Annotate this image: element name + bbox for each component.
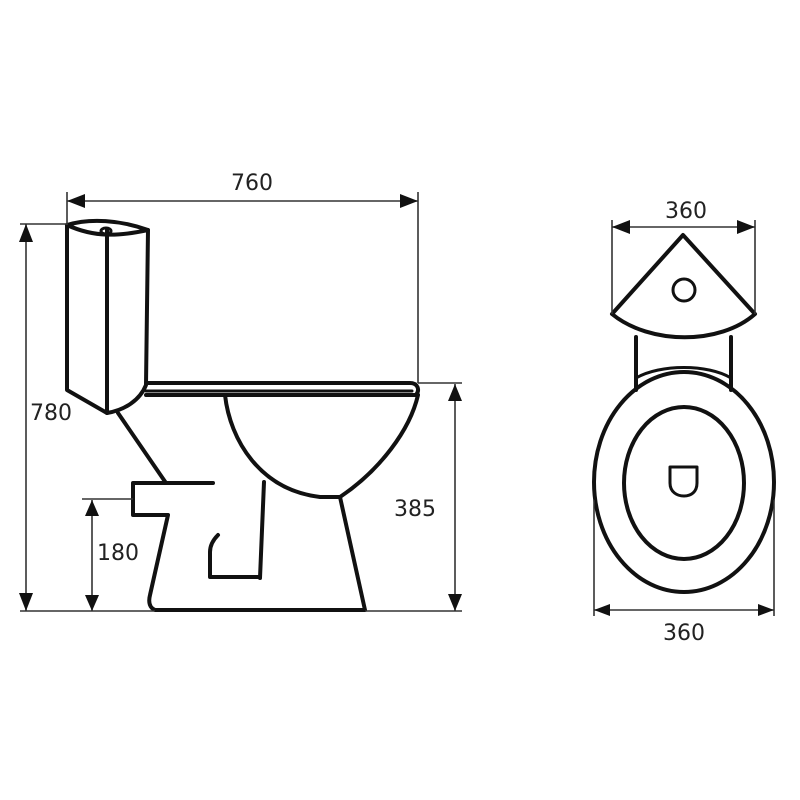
dimension-overall-length: 760: [66, 171, 419, 383]
dimension-cistern-width: 360: [611, 199, 756, 314]
side-view: 760 780 180 385: [19, 171, 462, 612]
label-overall-length: 760: [231, 171, 273, 196]
dimension-overall-height: 780: [19, 223, 155, 612]
seat-side: [144, 381, 420, 397]
bowl-side: [116, 393, 420, 612]
cistern-top: [610, 233, 757, 340]
label-outlet-height: 180: [97, 541, 139, 566]
dimension-bowl-width: 360: [593, 500, 775, 646]
label-seat-height: 385: [394, 497, 436, 522]
label-cistern-width: 360: [665, 199, 707, 224]
top-view: 360 360: [592, 199, 776, 646]
label-bowl-width: 360: [663, 621, 705, 646]
dimension-outlet-height: 180: [82, 498, 139, 611]
label-overall-height: 780: [30, 401, 72, 426]
neck-top: [634, 335, 733, 392]
cistern-side: [65, 218, 150, 415]
bowl-top: [592, 370, 776, 594]
dimension-seat-height: 385: [365, 382, 462, 612]
